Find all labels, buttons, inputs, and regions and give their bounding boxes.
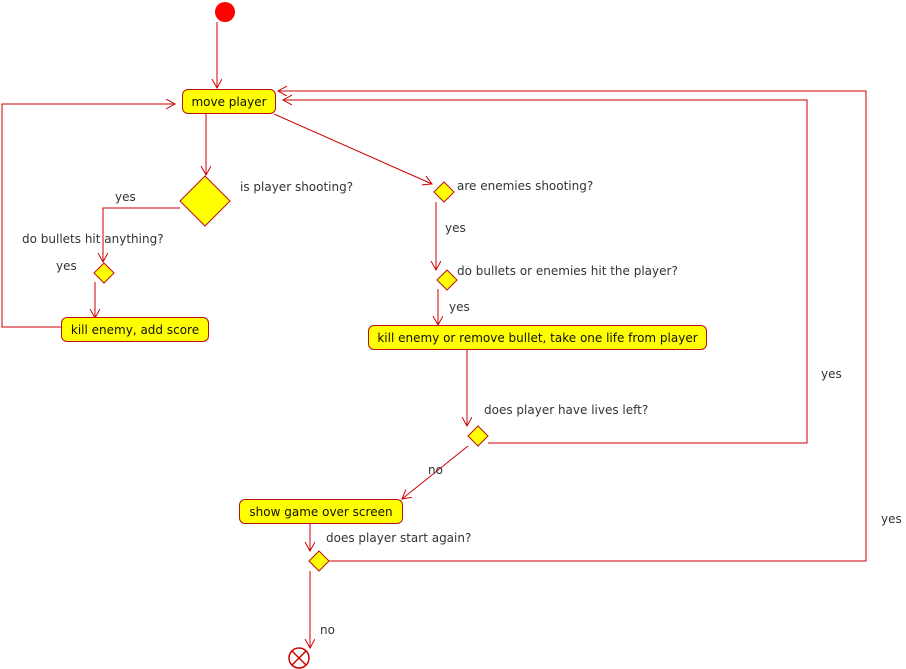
edge-kill-score-to-move — [1, 104, 175, 328]
action-show-game-over: show game over screen — [239, 499, 403, 524]
final-node — [288, 647, 310, 669]
label-are-enemies-shooting: are enemies shooting? — [457, 179, 594, 193]
guard-yes-shooting: yes — [115, 190, 136, 204]
guard-yes-start-again: yes — [881, 512, 902, 526]
guard-yes-lives-left: yes — [821, 367, 842, 381]
label-bullets-hit-player: do bullets or enemies hit the player? — [457, 264, 678, 278]
guard-yes-enemies-shooting: yes — [445, 221, 466, 235]
initial-node — [215, 2, 235, 22]
action-kill-enemy-remove-bullet: kill enemy or remove bullet, take one li… — [368, 325, 707, 350]
decision-bullets-hit-anything — [93, 262, 115, 284]
edge-shooting-yes — [103, 207, 180, 262]
decision-player-start-again — [308, 550, 330, 572]
action-kill-enemy-add-score: kill enemy, add score — [61, 317, 209, 342]
edge-start-again-yes — [278, 91, 867, 562]
guard-yes-hit-player: yes — [449, 300, 470, 314]
edge-lives-yes — [283, 100, 808, 444]
decision-are-enemies-shooting — [433, 181, 455, 203]
guard-no-start-again: no — [320, 623, 335, 637]
guard-no-lives-left: no — [428, 463, 443, 477]
label-player-start-again: does player start again? — [326, 531, 472, 545]
label-player-lives-left: does player have lives left? — [484, 403, 649, 417]
action-move-player: move player — [182, 89, 276, 114]
decision-is-player-shooting — [179, 175, 231, 227]
label-is-player-shooting: is player shooting? — [240, 180, 354, 194]
decision-bullets-hit-player — [436, 269, 458, 291]
edge-move-to-enemies-check — [273, 113, 432, 184]
label-bullets-hit-anything: do bullets hit anything? — [22, 232, 164, 246]
edge-lives-no — [402, 445, 469, 499]
guard-yes-hit-anything: yes — [56, 259, 77, 273]
decision-player-lives-left — [467, 425, 489, 447]
